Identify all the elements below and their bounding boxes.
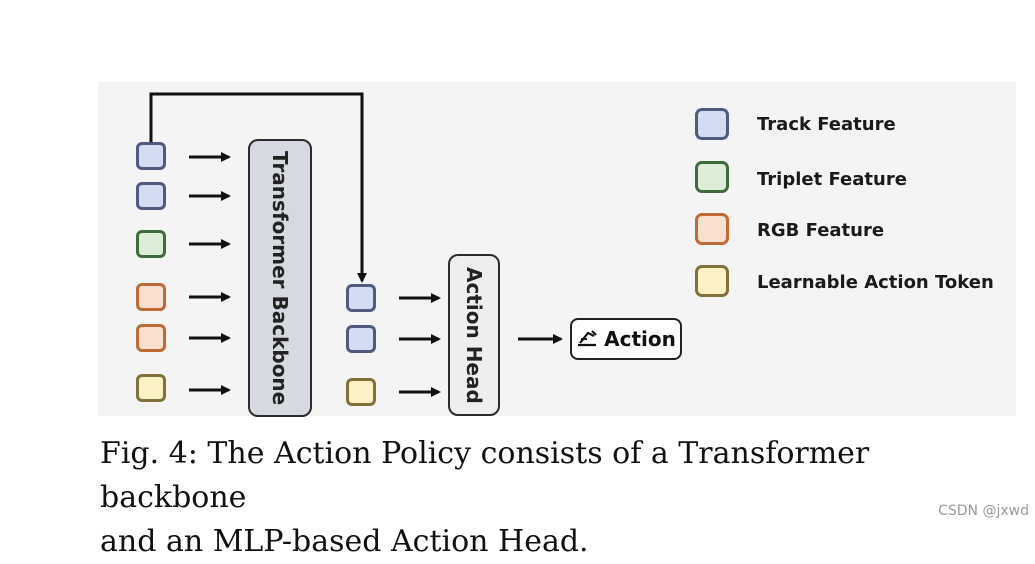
action-head-block: Action Head (448, 254, 500, 416)
track-feature-token (346, 284, 376, 312)
action-output-box: Action (570, 318, 682, 360)
action-label: Action (604, 327, 676, 351)
robot-arm-icon (576, 327, 598, 352)
rgb-feature-token (136, 283, 166, 311)
triplet-feature-token (136, 230, 166, 258)
legend-label-action-token: Learnable Action Token (757, 272, 994, 293)
action-head-label: Action Head (462, 266, 486, 404)
legend-swatch-rgb (695, 213, 729, 245)
rgb-feature-token (136, 324, 166, 352)
legend-swatch-action-token (695, 265, 729, 297)
legend-swatch-triplet (695, 161, 729, 193)
skip-connection-arrow (149, 92, 367, 283)
caption-line-1: Fig. 4: The Action Policy consists of a … (100, 436, 870, 515)
track-feature-token (136, 142, 166, 170)
track-feature-token (136, 182, 166, 210)
transformer-backbone-block: Transformer Backbone (248, 139, 312, 417)
legend-label-track: Track Feature (757, 114, 896, 135)
transformer-backbone-label: Transformer Backbone (268, 150, 292, 406)
legend-swatch-track (695, 108, 729, 140)
diagram-arrows (149, 92, 563, 397)
legend-label-rgb: RGB Feature (757, 220, 885, 241)
track-feature-token (346, 325, 376, 353)
watermark: CSDN @jxwd (938, 503, 1029, 519)
learnable-action-token (136, 374, 166, 402)
legend-label-triplet: Triplet Feature (757, 169, 907, 190)
figure-caption: Fig. 4: The Action Policy consists of a … (100, 432, 1010, 564)
learnable-action-token (346, 378, 376, 406)
